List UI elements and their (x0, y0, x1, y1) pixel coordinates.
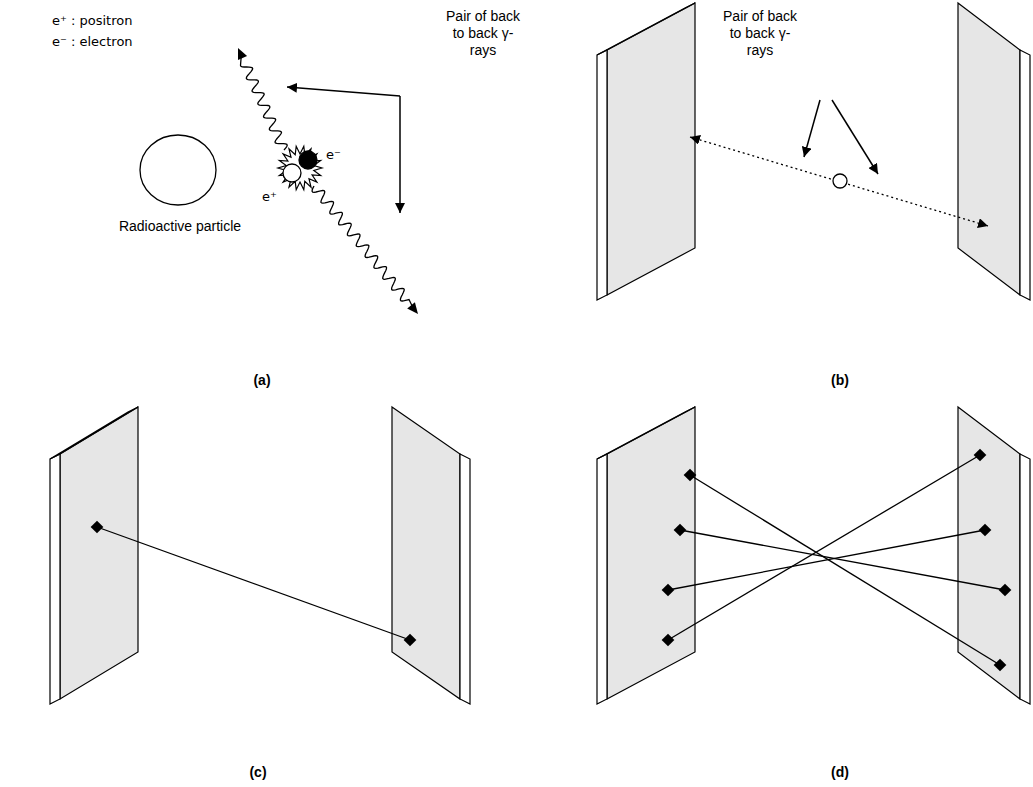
hit-marker (684, 469, 697, 482)
legend-text: e⁻ : electron (52, 33, 133, 50)
arrow-head (238, 48, 247, 60)
pointer-arrow (399, 96, 401, 213)
detector-plate (607, 3, 695, 295)
part-label: Radioactive particle (119, 218, 241, 235)
radioactive-particle (140, 135, 216, 205)
hit-marker (674, 524, 687, 537)
hit-marker (662, 584, 675, 597)
gamma-ray (241, 55, 288, 150)
hit-marker (404, 634, 417, 647)
callout-text: Pair of back to back γ-rays (720, 8, 800, 59)
line-of-response (690, 475, 1000, 665)
plate-edge (597, 3, 695, 55)
plate-edge (460, 454, 470, 704)
panel-letter: (d) (831, 764, 849, 781)
annihilation-point (833, 174, 847, 188)
hit-marker (979, 524, 992, 537)
legend-text: e⁺ : positron (52, 12, 132, 29)
detector-plates (50, 3, 1030, 704)
pointer-arrow (832, 100, 878, 174)
gamma-ray-path (690, 137, 988, 226)
line-of-response (97, 527, 410, 640)
hit-marker (662, 634, 675, 647)
electron (299, 151, 317, 169)
particle-label: e⁻ (326, 146, 341, 163)
detector-hits (91, 449, 1012, 672)
panel-letter: (b) (831, 372, 849, 389)
plate-edge (597, 50, 607, 300)
line-of-response (680, 530, 1005, 590)
plate-edge (597, 454, 607, 704)
hit-marker (999, 584, 1012, 597)
arrow-head (407, 302, 418, 314)
hit-marker (91, 521, 104, 534)
panel-letter: (a) (253, 372, 270, 389)
detector-plate (958, 3, 1020, 295)
particle-label: e⁺ (262, 188, 277, 205)
pointer-arrow (287, 87, 400, 96)
pointer-arrow (804, 100, 820, 157)
annihilation-burst (278, 146, 322, 189)
gamma-ray (312, 186, 413, 308)
plate-edge (50, 454, 60, 704)
callout-text: Pair of back to back γ-rays (443, 8, 523, 59)
detector-plate (607, 407, 695, 699)
plate-edge (1020, 50, 1030, 300)
detector-plate (958, 407, 1020, 699)
plate-edge (1020, 454, 1030, 704)
line-of-response (668, 530, 985, 590)
line-of-response (668, 455, 980, 640)
positron (283, 164, 301, 182)
plate-edge (50, 407, 138, 459)
hit-marker (994, 659, 1007, 672)
detector-plate (392, 407, 460, 699)
hit-marker (974, 449, 987, 462)
detector-plate (60, 407, 138, 699)
panel-letter: (c) (249, 764, 266, 781)
plate-edge (597, 407, 695, 459)
